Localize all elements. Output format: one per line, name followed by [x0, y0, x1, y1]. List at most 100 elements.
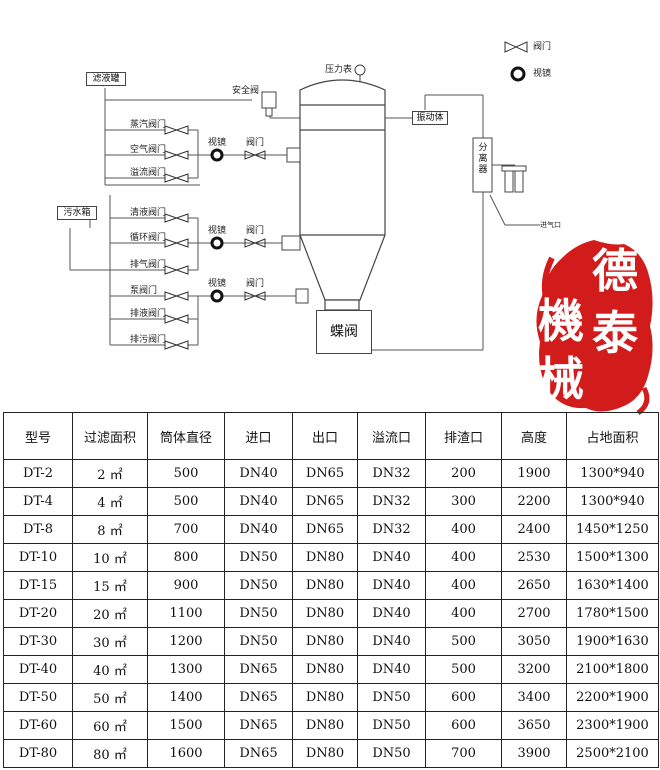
- cell-barrel-diameter: 500: [147, 459, 225, 488]
- cell-height: 3650: [501, 711, 567, 740]
- cell-overflow: DN40: [357, 655, 426, 684]
- cell-inlet: DN65: [224, 683, 293, 712]
- cell-footprint: 1500*1300: [566, 543, 659, 572]
- air-inlet-label: 进气口: [540, 221, 561, 229]
- cell-overflow: DN40: [357, 543, 426, 572]
- cell-height: 3900: [501, 739, 567, 768]
- sight-glass-label-1: 视镜: [208, 138, 227, 148]
- header-slag-outlet: 排渣口: [425, 412, 502, 460]
- cell-slag-outlet: 500: [425, 655, 502, 684]
- clear-liquid-valve-label: 清液阀门: [130, 208, 167, 218]
- cell-model: DT-40: [3, 655, 73, 684]
- cell-slag-outlet: 300: [425, 487, 502, 516]
- logo-brush-background: [536, 240, 653, 416]
- cell-outlet: DN80: [292, 599, 358, 628]
- cell-inlet: DN65: [224, 739, 293, 768]
- cell-height: 1900: [501, 459, 567, 488]
- gate-valve-label-2: 阀门: [246, 226, 265, 236]
- cell-footprint: 1780*1500: [566, 599, 659, 628]
- cell-barrel-diameter: 1300: [147, 655, 225, 684]
- cell-filter-area: 15 ㎡: [72, 571, 148, 600]
- gate-valve-label-3: 阀门: [246, 279, 265, 289]
- cell-slag-outlet: 500: [425, 627, 502, 656]
- cell-overflow: DN32: [357, 459, 426, 488]
- cell-filter-area: 80 ㎡: [72, 739, 148, 768]
- cell-footprint: 2300*1900: [566, 711, 659, 740]
- cell-height: 2530: [501, 543, 567, 572]
- cell-outlet: DN80: [292, 627, 358, 656]
- header-inlet: 进口: [224, 412, 293, 460]
- cell-filter-area: 10 ㎡: [72, 543, 148, 572]
- sewage-valve-label: 排污阀门: [130, 335, 167, 345]
- cell-outlet: DN80: [292, 739, 358, 768]
- cell-overflow: DN40: [357, 599, 426, 628]
- cell-filter-area: 4 ㎡: [72, 487, 148, 516]
- header-height: 高度: [501, 412, 567, 460]
- cell-height: 2200: [501, 487, 567, 516]
- cell-model: DT-2: [3, 459, 73, 488]
- cell-slag-outlet: 200: [425, 459, 502, 488]
- cell-outlet: DN65: [292, 487, 358, 516]
- cell-inlet: DN40: [224, 459, 293, 488]
- header-filter-area: 过滤面积: [72, 412, 148, 460]
- cell-height: 2400: [501, 515, 567, 544]
- cell-height: 3400: [501, 683, 567, 712]
- cell-slag-outlet: 600: [425, 683, 502, 712]
- butterfly-valve-label: 蝶阀: [316, 310, 372, 354]
- drain-valve-label: 排液阀门: [130, 309, 167, 319]
- cell-footprint: 1900*1630: [566, 627, 659, 656]
- diagram-lines: [69, 41, 540, 351]
- cell-inlet: DN50: [224, 627, 293, 656]
- separator-label: 分离器: [478, 143, 488, 175]
- sewage-tank-label: 污水箱: [57, 206, 97, 220]
- steam-valve-label: 蒸汽阀门: [130, 120, 167, 130]
- cell-filter-area: 40 ㎡: [72, 655, 148, 684]
- cell-height: 3050: [501, 627, 567, 656]
- table-header-row: 型号 过滤面积 筒体直径 进口 出口 溢流口 排渣口 高度 占地面积: [3, 412, 659, 460]
- cell-filter-area: 60 ㎡: [72, 711, 148, 740]
- cell-outlet: DN80: [292, 655, 358, 684]
- cell-model: DT-60: [3, 711, 73, 740]
- cell-footprint: 1300*940: [566, 487, 659, 516]
- cell-slag-outlet: 600: [425, 711, 502, 740]
- circulation-valve-label: 循环阀门: [130, 233, 167, 243]
- cell-inlet: DN50: [224, 543, 293, 572]
- cell-outlet: DN80: [292, 683, 358, 712]
- cell-footprint: 2200*1900: [566, 683, 659, 712]
- cell-overflow: DN32: [357, 515, 426, 544]
- logo-char-tai: 泰: [592, 306, 638, 360]
- brand-logo-seal: 德 機 泰 械: [532, 238, 656, 416]
- header-outlet: 出口: [292, 412, 358, 460]
- cell-barrel-diameter: 1500: [147, 711, 225, 740]
- cell-overflow: DN50: [357, 683, 426, 712]
- cell-footprint: 1630*1400: [566, 571, 659, 600]
- cell-inlet: DN50: [224, 599, 293, 628]
- cell-model: DT-50: [3, 683, 73, 712]
- cell-slag-outlet: 400: [425, 599, 502, 628]
- cell-overflow: DN50: [357, 711, 426, 740]
- cell-filter-area: 30 ㎡: [72, 627, 148, 656]
- cell-footprint: 2100*1800: [566, 655, 659, 684]
- vibrator-label: 振动体: [412, 111, 448, 125]
- cell-model: DT-15: [3, 571, 73, 600]
- cell-filter-area: 2 ㎡: [72, 459, 148, 488]
- cell-barrel-diameter: 700: [147, 515, 225, 544]
- cell-barrel-diameter: 900: [147, 571, 225, 600]
- cell-model: DT-80: [3, 739, 73, 768]
- process-flow-diagram: 阀门 视镜 滤液罐 污水箱 安全阀 压力表 振动体 分离器 进气口 蝶阀 蒸汽阀…: [57, 41, 653, 416]
- legend-valve-label: 阀门: [533, 42, 552, 52]
- cell-outlet: DN65: [292, 459, 358, 488]
- cell-filter-area: 8 ㎡: [72, 515, 148, 544]
- cell-slag-outlet: 400: [425, 515, 502, 544]
- cell-footprint: 1450*1250: [566, 515, 659, 544]
- air-valve-label: 空气阀门: [130, 145, 167, 155]
- logo-char-xie: 械: [538, 352, 584, 406]
- cell-overflow: DN40: [357, 627, 426, 656]
